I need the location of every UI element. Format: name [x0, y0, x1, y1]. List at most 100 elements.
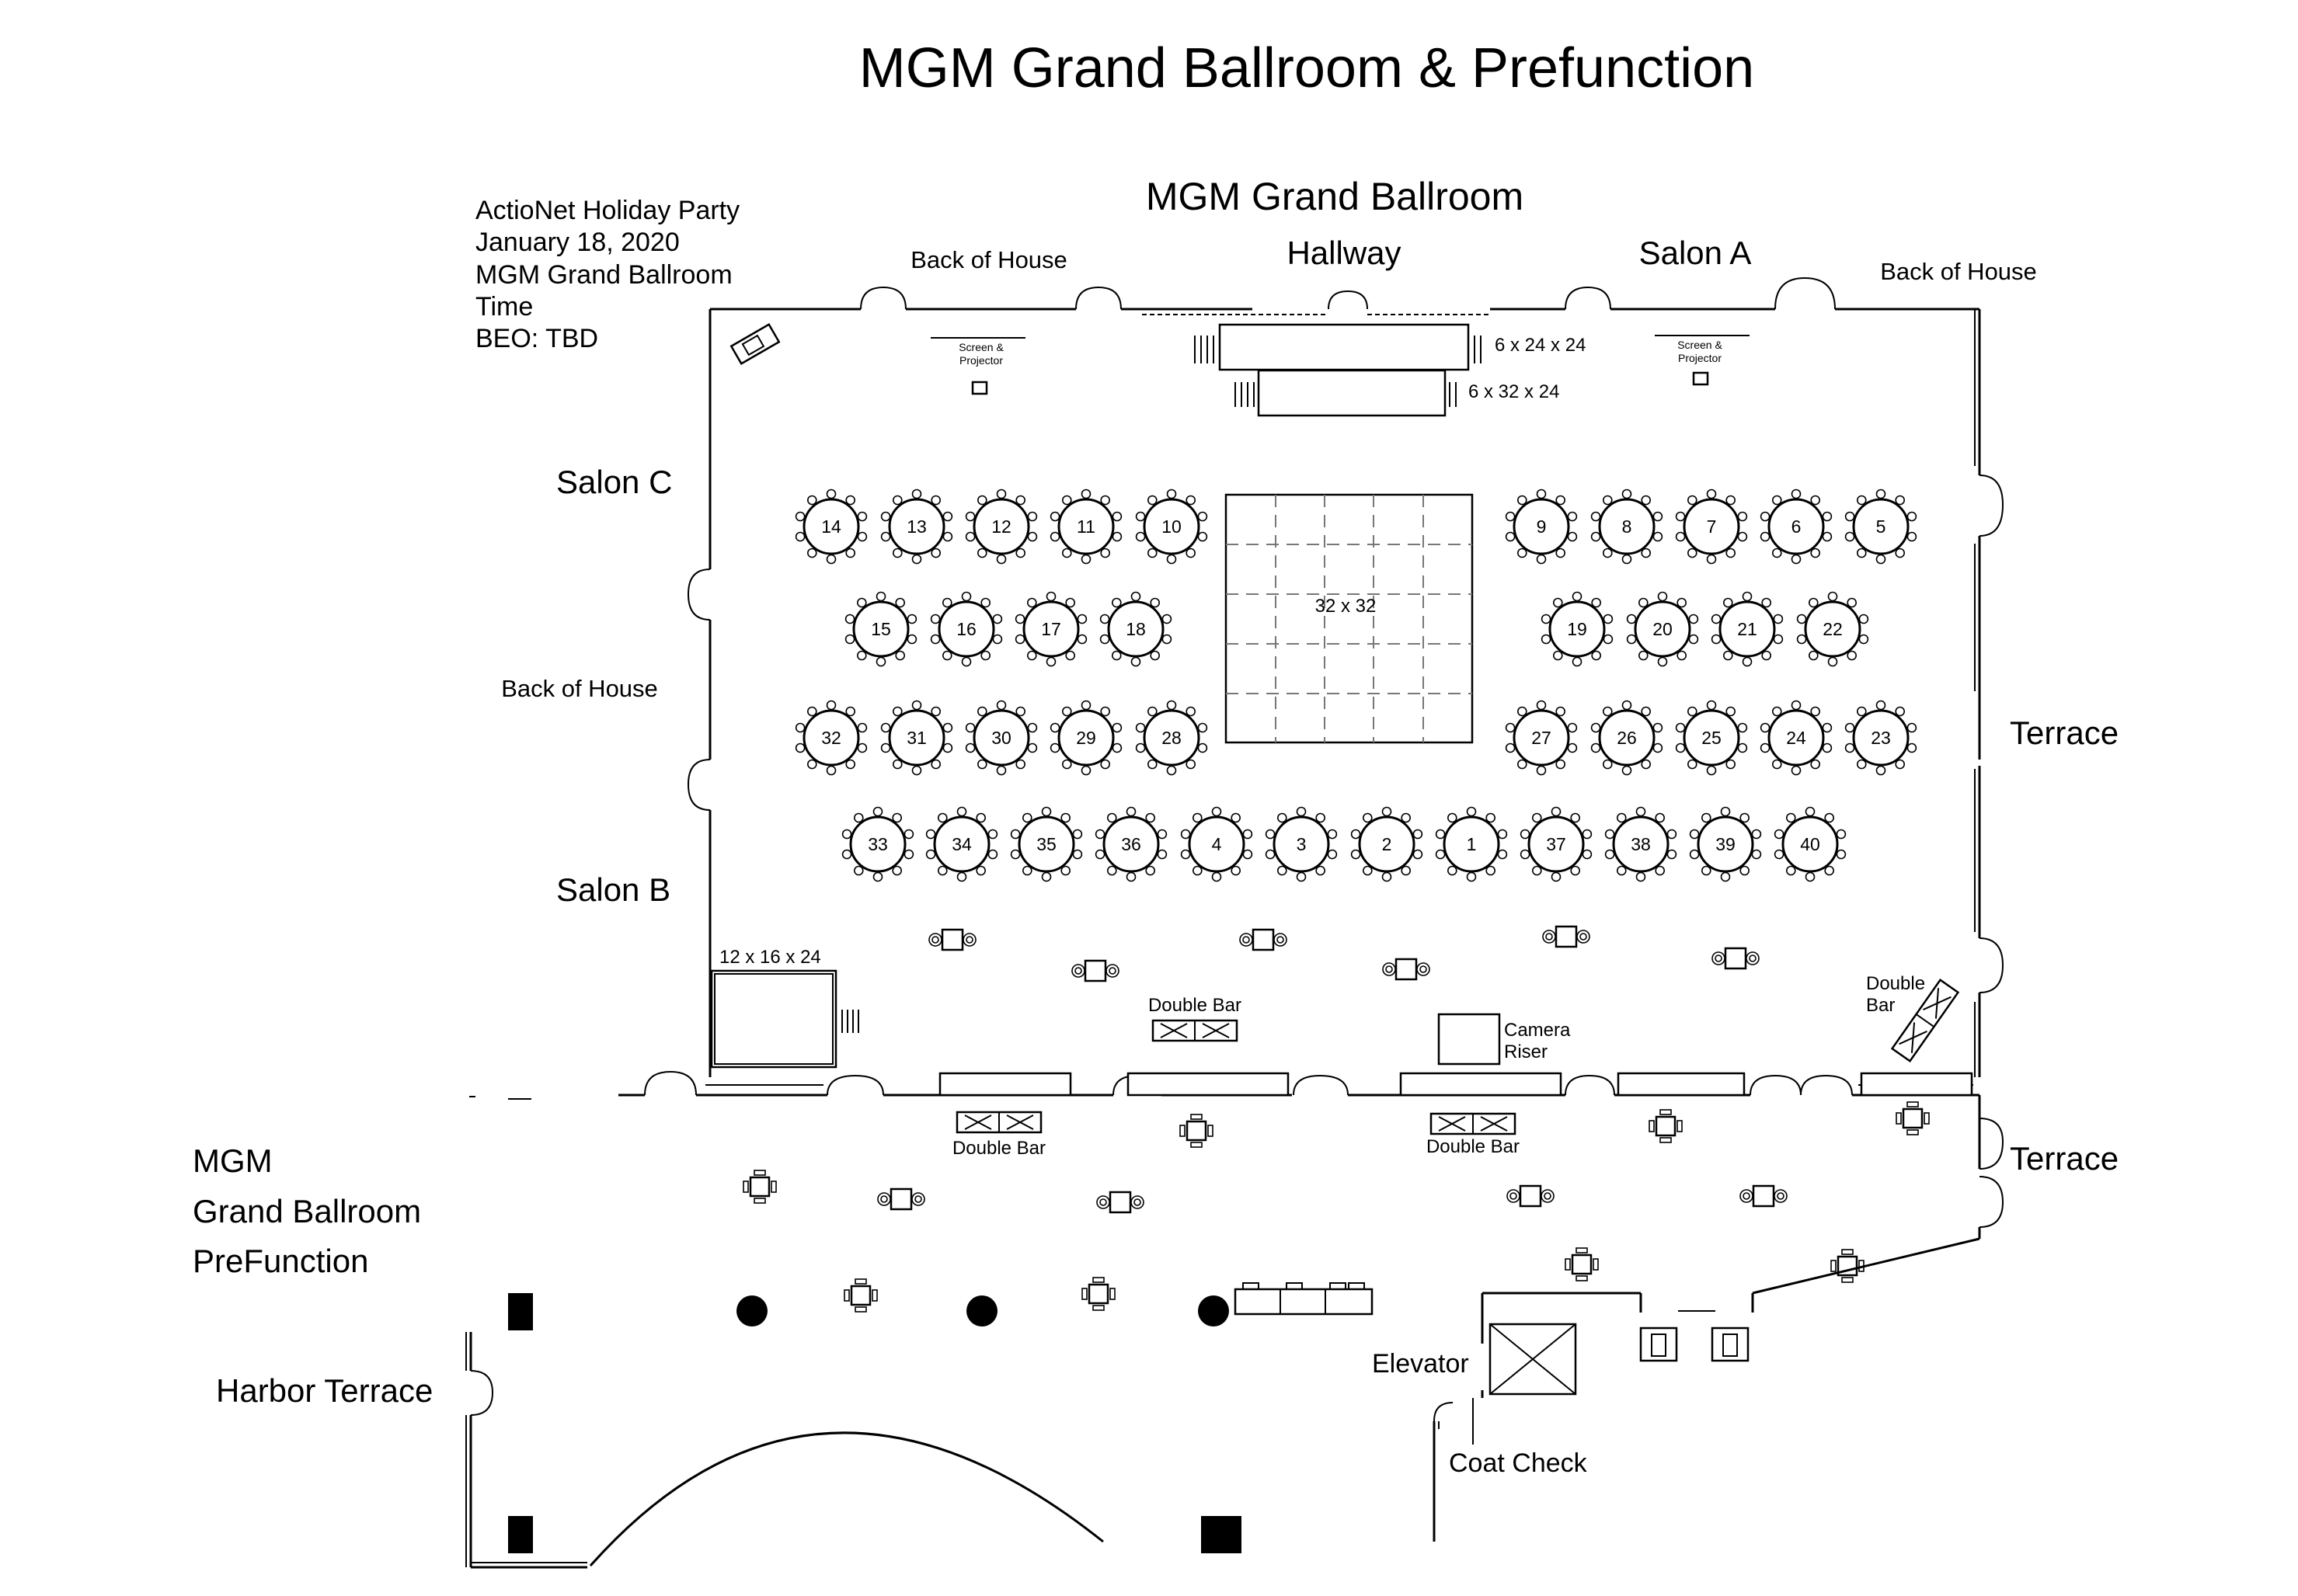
chair	[1197, 511, 1208, 522]
chair	[1435, 829, 1446, 840]
chair	[1147, 759, 1158, 770]
chair	[1791, 489, 1802, 499]
chair	[1676, 597, 1687, 608]
chair	[880, 511, 891, 522]
chair	[1555, 706, 1565, 717]
chair	[1099, 614, 1110, 624]
table-top	[1598, 498, 1656, 555]
chair	[1046, 656, 1057, 667]
chair	[904, 829, 914, 840]
chair	[1015, 634, 1025, 645]
cocktail-table	[1711, 947, 1760, 970]
chair	[1412, 829, 1423, 840]
svg-text:Bar: Bar	[1866, 995, 1895, 1016]
chair	[1706, 554, 1717, 565]
chair	[1652, 511, 1663, 522]
chair	[1791, 765, 1802, 776]
table-top	[1188, 815, 1245, 873]
chair	[1725, 759, 1736, 770]
table-number: 38	[1631, 834, 1651, 854]
table-top	[1107, 600, 1165, 658]
chair	[1517, 548, 1527, 558]
chair	[1760, 722, 1771, 733]
chair	[1520, 829, 1530, 840]
chair	[826, 700, 837, 711]
coat-check-icons	[1639, 1327, 1750, 1362]
chair	[1541, 634, 1551, 645]
chair	[1327, 829, 1338, 840]
chair	[857, 742, 868, 753]
chair	[965, 722, 976, 733]
label-salon-a: Salon A	[1639, 235, 1752, 271]
chair	[1211, 871, 1222, 882]
round-table: 34	[925, 806, 998, 882]
chair	[1130, 591, 1141, 602]
chair	[1858, 634, 1869, 645]
cocktail-table	[928, 928, 977, 951]
chair	[1706, 489, 1717, 499]
svg-text:Double Bar: Double Bar	[952, 1138, 1046, 1159]
chair	[1786, 865, 1796, 876]
cocktail-table	[1071, 959, 1119, 982]
chair	[1062, 495, 1072, 506]
chair	[892, 865, 902, 876]
chair	[1687, 706, 1697, 717]
table-number: 11	[1077, 516, 1095, 537]
chair	[1857, 759, 1867, 770]
chair	[1582, 849, 1593, 860]
door	[1979, 937, 2004, 993]
cocktail-table	[877, 1187, 925, 1211]
chair	[1711, 634, 1722, 645]
projector-icon	[1692, 371, 1709, 386]
chair	[1572, 591, 1582, 602]
door	[1979, 1176, 2004, 1228]
table-top	[1683, 498, 1740, 555]
chair	[996, 765, 1007, 776]
chair	[1497, 829, 1508, 840]
chair	[1485, 812, 1495, 823]
chair	[1810, 706, 1820, 717]
chair	[1689, 849, 1700, 860]
chair	[1100, 495, 1110, 506]
chair	[1166, 489, 1177, 499]
door	[1328, 290, 1368, 310]
door	[1800, 1074, 1853, 1096]
table-top	[1057, 498, 1115, 555]
chair	[1553, 650, 1563, 661]
chair	[1895, 759, 1905, 770]
table-top	[1767, 498, 1825, 555]
chair	[795, 742, 806, 753]
cocktail-table	[1739, 1184, 1788, 1208]
round-table: 2	[1350, 806, 1423, 882]
cocktail-table	[1830, 1249, 1865, 1283]
table-top	[1527, 815, 1585, 873]
chair	[1810, 759, 1820, 770]
chair	[1772, 759, 1782, 770]
table-top	[1358, 815, 1415, 873]
chair	[1022, 812, 1032, 823]
table-number: 40	[1800, 834, 1820, 854]
chair	[1112, 650, 1122, 661]
chair	[1145, 865, 1155, 876]
chair	[1401, 865, 1411, 876]
label-coat-check: Coat Check	[1449, 1448, 1588, 1478]
dance-floor: 32 x 32	[1224, 493, 1474, 744]
table-number: 19	[1567, 619, 1587, 639]
chair	[980, 650, 991, 661]
chair	[1652, 531, 1663, 542]
table-number: 27	[1531, 728, 1551, 748]
chair	[1725, 495, 1736, 506]
chair	[987, 829, 998, 840]
cocktail-tables	[743, 925, 1930, 1313]
chair	[1072, 829, 1083, 840]
chair	[1065, 597, 1075, 608]
chair	[1895, 495, 1905, 506]
chair	[1027, 722, 1038, 733]
label-prefunction: Grand Ballroom	[193, 1193, 421, 1229]
chair	[1150, 650, 1160, 661]
chair	[1211, 806, 1222, 817]
chair	[1875, 765, 1886, 776]
table-number: 22	[1823, 619, 1843, 639]
chair	[1617, 812, 1627, 823]
chair	[977, 548, 987, 558]
